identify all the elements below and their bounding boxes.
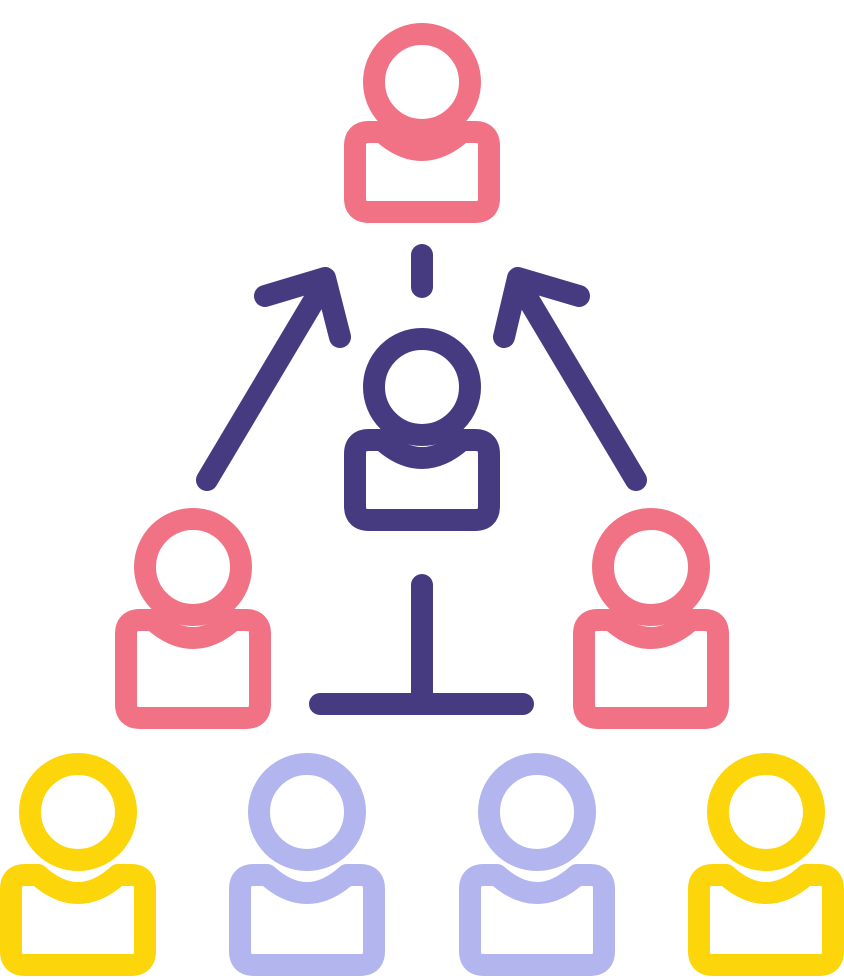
arrow-up-left-head (493, 267, 590, 348)
bottom-right-person-icon (459, 753, 615, 976)
middle-left-person-body (115, 609, 271, 729)
center-person-icon (344, 328, 500, 531)
top-person-body (344, 121, 500, 223)
arrow-up-left-shaft (507, 271, 647, 491)
middle-right-person-body (573, 609, 729, 729)
center-person-head (363, 328, 481, 446)
bottom-left-person-body (229, 864, 385, 976)
bottom-far-left-person-head (19, 753, 137, 871)
top-person-head (363, 23, 481, 141)
middle-left-person-icon (115, 508, 271, 729)
center-person-body (344, 429, 500, 531)
connectors (196, 244, 647, 715)
top-person-icon (344, 23, 500, 223)
bottom-left-person-head (248, 753, 366, 871)
bottom-far-right-person-body (688, 864, 844, 976)
middle-right-person-icon (573, 508, 729, 729)
bottom-far-right-person-icon (688, 753, 844, 976)
arrow-up-right-head (254, 267, 351, 348)
middle-left-person-head (134, 508, 252, 626)
bottom-right-person-head (478, 753, 596, 871)
bottom-far-left-person-body (0, 864, 156, 976)
bottom-left-person-icon (229, 753, 385, 976)
bottom-right-person-body (459, 864, 615, 976)
bottom-far-right-person-head (707, 753, 825, 871)
middle-right-person-head (592, 508, 710, 626)
arrow-up-right-shaft (196, 271, 336, 491)
bottom-far-left-person-icon (0, 753, 156, 976)
